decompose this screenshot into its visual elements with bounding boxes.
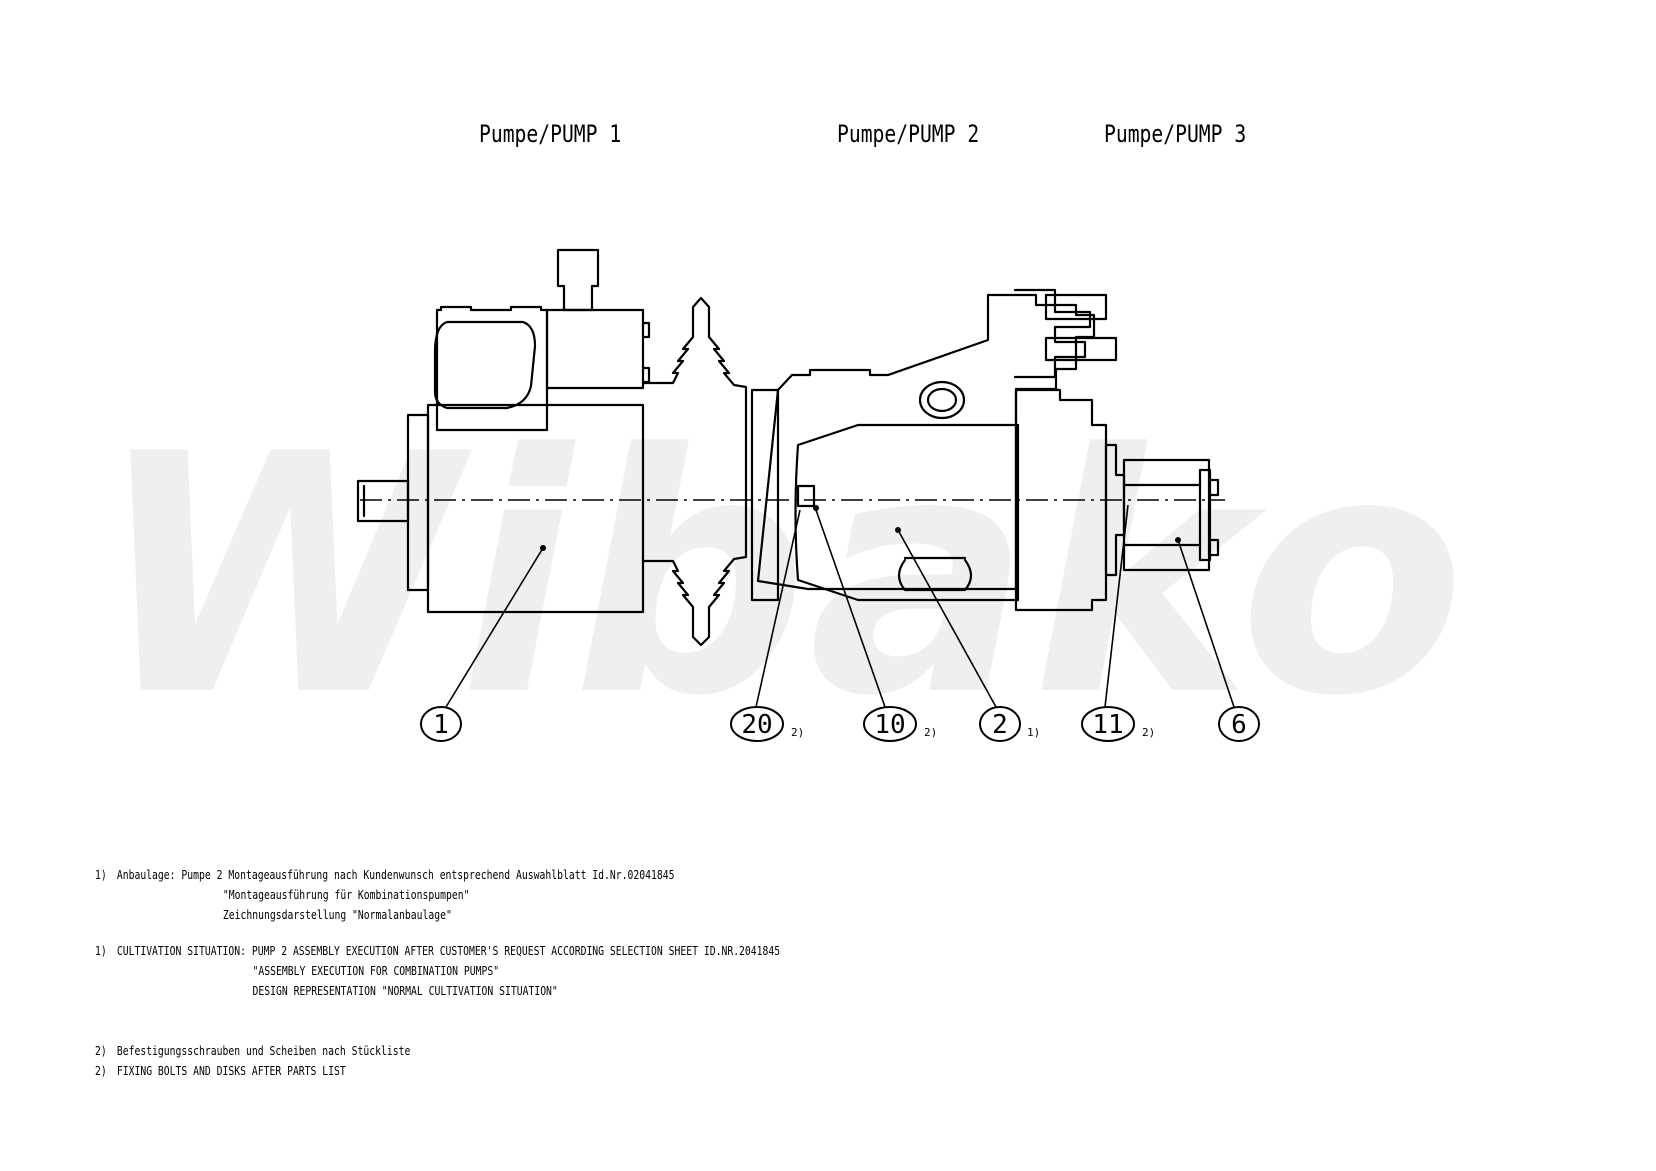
note-number: 1)	[95, 943, 107, 958]
note-1-de-line-2: "Montageausführung für Kombinationspumpe…	[95, 885, 780, 905]
leader-dot-10	[813, 505, 819, 511]
pump1-controller-cap	[433, 320, 537, 410]
callout-balloon-11	[1081, 706, 1135, 742]
pump2-lower-boss	[897, 556, 973, 592]
pump2-control	[1013, 288, 1092, 379]
note-text: "Montageausführung für Kombinationspumpe…	[222, 887, 470, 902]
note-text: Befestigungsschrauben und Scheiben nach …	[116, 1043, 411, 1058]
note-text: Anbaulage: Pumpe 2 Montageausführung nac…	[116, 867, 675, 882]
pump3-body	[1122, 458, 1220, 572]
note-1-de-line-1: 1) Anbaulage: Pumpe 2 Montageausführung …	[95, 865, 780, 885]
leader-10	[815, 509, 886, 708]
pump3-inner	[1122, 483, 1202, 547]
pump1-controller	[435, 305, 549, 432]
pump2-title: Pumpe/PUMP 2	[837, 120, 980, 148]
pump1-body	[426, 403, 645, 614]
pump2-rear	[1014, 388, 1108, 612]
leader-20	[755, 509, 801, 708]
callout-number-6: 6	[1231, 710, 1247, 740]
note-number: 2)	[95, 1043, 107, 1058]
watermark-text: Wibako	[95, 384, 1465, 768]
note-text: CULTIVATION SITUATION: PUMP 2 ASSEMBLY E…	[116, 943, 781, 958]
leader-1	[445, 547, 544, 708]
callout-balloon-2	[979, 706, 1021, 742]
note-text: FIXING BOLTS AND DISKS AFTER PARTS LIST	[116, 1063, 346, 1078]
callout-note-11: 2)	[1142, 726, 1155, 739]
note-1-en-line-2: "ASSEMBLY EXECUTION FOR COMBINATION PUMP…	[95, 961, 780, 981]
callout-note-2: 1)	[1027, 726, 1040, 739]
pump2-cone	[794, 423, 1020, 602]
note-2-de: 2) Befestigungsschrauben und Scheiben na…	[95, 1041, 780, 1061]
footnotes: 1) Anbaulage: Pumpe 2 Montageausführung …	[95, 865, 973, 1081]
note-text: "ASSEMBLY EXECUTION FOR COMBINATION PUMP…	[252, 963, 500, 978]
callout-number-11: 11	[1092, 710, 1123, 740]
pump2-control-2	[1044, 293, 1118, 362]
pump1-valve-stem	[556, 248, 600, 312]
callout-number-2: 2	[992, 710, 1008, 740]
note-1-en-line-3: DESIGN REPRESENTATION "NORMAL CULTIVATIO…	[95, 981, 780, 1001]
note-text: DESIGN REPRESENTATION "NORMAL CULTIVATIO…	[252, 983, 558, 998]
callout-balloon-10	[863, 706, 917, 742]
callout-number-20: 20	[741, 710, 772, 740]
callout-balloon-20	[730, 706, 784, 742]
callout-balloon-1	[420, 706, 462, 742]
leader-11	[1104, 504, 1129, 708]
watermark: Wibako	[95, 384, 1465, 768]
pump1-valve-block	[545, 308, 645, 390]
callout-note-20: 2)	[791, 726, 804, 739]
note-text: Zeichnungsdarstellung "Normalanbaulage"	[222, 907, 452, 922]
leader-2	[897, 529, 997, 708]
leader-6	[1177, 539, 1235, 708]
note-1-en-line-1: 1) CULTIVATION SITUATION: PUMP 2 ASSEMBL…	[95, 941, 780, 961]
adapter-gear	[641, 296, 748, 647]
pump3-title: Pumpe/PUMP 3	[1104, 120, 1247, 148]
pump2-flange	[750, 388, 780, 602]
callout-number-1: 1	[433, 710, 449, 740]
leader-dot-1	[540, 545, 546, 551]
note-number: 2)	[95, 1063, 107, 1078]
pump2-port	[918, 380, 966, 420]
note-number: 1)	[95, 867, 107, 882]
pump1-title: Pumpe/PUMP 1	[479, 120, 622, 148]
callout-number-10: 10	[874, 710, 905, 740]
callout-note-10: 2)	[924, 726, 937, 739]
leader-dot-6	[1175, 537, 1181, 543]
leader-dot-2	[895, 527, 901, 533]
note-2-en: 2) FIXING BOLTS AND DISKS AFTER PARTS LI…	[95, 1061, 780, 1081]
note-1-de-line-3: Zeichnungsdarstellung "Normalanbaulage"	[95, 905, 780, 925]
callout-balloon-6	[1218, 706, 1260, 742]
